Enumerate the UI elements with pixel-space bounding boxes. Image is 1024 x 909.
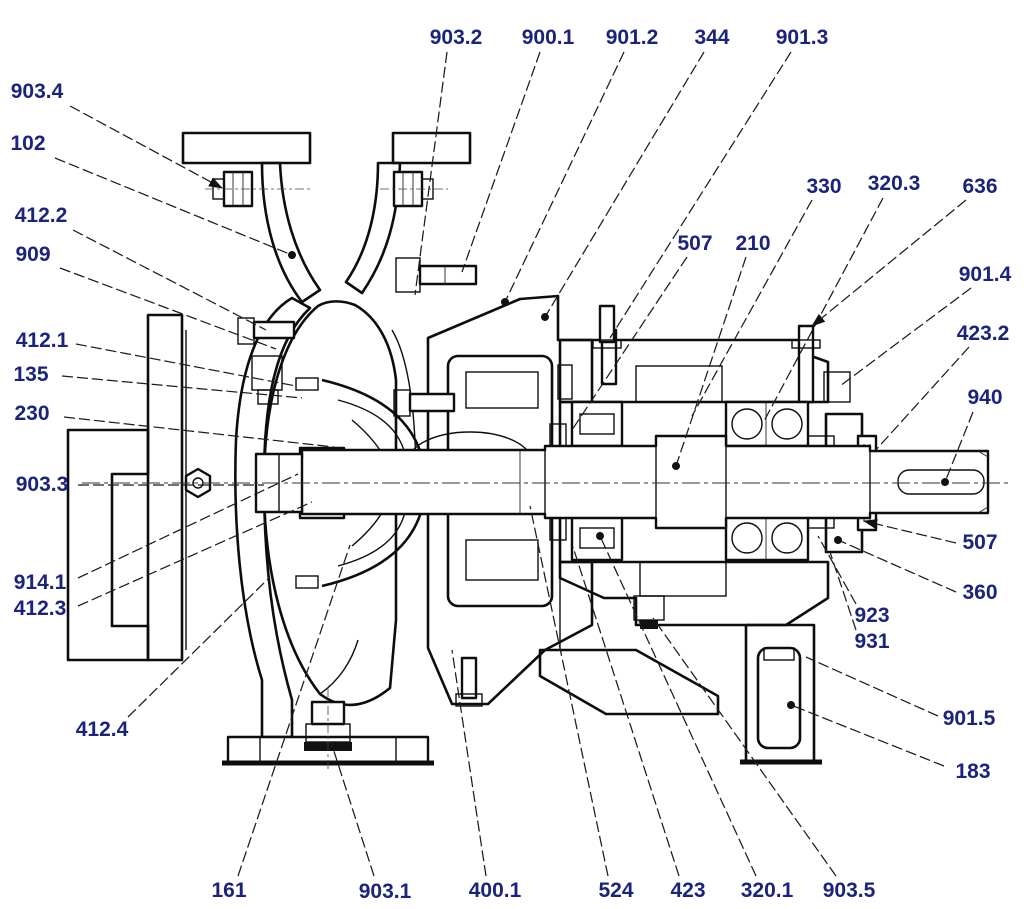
part-label-412.3: 412.3 xyxy=(14,597,67,620)
part-label-636: 636 xyxy=(962,175,997,198)
part-label-507: 507 xyxy=(962,531,997,554)
leader-line-102 xyxy=(54,157,296,259)
part-label-524: 524 xyxy=(598,879,633,902)
part-label-423.2: 423.2 xyxy=(957,322,1010,345)
part-label-400.1: 400.1 xyxy=(469,879,522,902)
leader-line-903.1 xyxy=(330,741,375,877)
leader-line-901.3 xyxy=(609,51,792,339)
part-label-914.1: 914.1 xyxy=(14,571,67,594)
leader-line-320.3 xyxy=(762,197,884,424)
leader-line-909 xyxy=(59,267,277,350)
ball-bearing-outboard xyxy=(724,400,810,562)
leader-line-940 xyxy=(941,411,974,486)
discharge-flange xyxy=(222,688,434,772)
part-label-903.1: 903.1 xyxy=(359,880,412,903)
leader-line-360 xyxy=(834,536,957,593)
leader-line-330 xyxy=(691,199,813,417)
part-label-423: 423 xyxy=(670,879,705,902)
leader-line-900.1 xyxy=(461,51,541,273)
part-label-102: 102 xyxy=(10,132,45,155)
part-label-360: 360 xyxy=(962,581,997,604)
gland-stud xyxy=(557,364,573,400)
bracket-stud-inboard xyxy=(592,304,622,349)
part-label-161: 161 xyxy=(211,879,246,902)
leader-line-903.2 xyxy=(414,51,448,296)
part-label-931: 931 xyxy=(854,630,889,653)
end-cover-bolt xyxy=(823,371,851,403)
part-label-507: 507 xyxy=(677,232,712,255)
leader-line-903.5 xyxy=(652,617,837,877)
part-label-903.5: 903.5 xyxy=(823,879,876,902)
part-label-320.1: 320.1 xyxy=(741,879,794,902)
cover-stud-mid xyxy=(393,389,456,417)
part-label-230: 230 xyxy=(14,402,49,425)
leader-line-344 xyxy=(541,51,705,321)
leader-line-901.5 xyxy=(805,656,939,717)
leader-line-183 xyxy=(787,701,945,767)
part-label-135: 135 xyxy=(13,363,48,386)
foot-gauge-strip xyxy=(763,647,795,661)
part-labels: 903.2 900.1 901.2 344 901.3 903.4 102 412.2 909 4… xyxy=(10,26,1011,903)
part-label-901.5: 901.5 xyxy=(943,707,996,730)
leader-line-412.4 xyxy=(127,576,271,718)
bracket-stud-outboard xyxy=(791,324,821,404)
leader-lines xyxy=(54,51,974,877)
leader-line-901.2 xyxy=(501,51,625,306)
leader-line-135 xyxy=(61,375,303,399)
leader-line-412.1 xyxy=(75,343,297,387)
bearing-drain-plug xyxy=(633,595,665,629)
leader-line-923 xyxy=(817,535,857,605)
part-label-903.3: 903.3 xyxy=(16,473,69,496)
part-label-344: 344 xyxy=(694,26,729,49)
part-label-210: 210 xyxy=(735,232,770,255)
leader-line-931 xyxy=(829,551,857,631)
shaft xyxy=(254,434,990,530)
leader-line-230 xyxy=(63,416,335,448)
part-label-923: 923 xyxy=(854,604,889,627)
part-label-901.2: 901.2 xyxy=(606,26,659,49)
leader-line-161 xyxy=(237,544,351,877)
part-label-412.1: 412.1 xyxy=(16,329,69,352)
lantern-rib xyxy=(455,648,720,716)
leader-line-901.4 xyxy=(839,287,972,387)
leader-line-507 xyxy=(571,256,688,431)
part-label-940: 940 xyxy=(967,386,1002,409)
part-label-903.4: 903.4 xyxy=(11,80,64,103)
leader-line-412.3 xyxy=(77,501,313,607)
pump-section-geometry xyxy=(66,131,1012,772)
leader-line-914.1 xyxy=(77,473,299,579)
support-foot xyxy=(740,623,822,765)
leader-line-210 xyxy=(672,256,747,470)
leader-line-400.1 xyxy=(451,649,487,877)
leader-line-423 xyxy=(572,546,680,877)
leader-line-320.1 xyxy=(596,532,757,877)
shaft-keyway xyxy=(897,469,985,495)
suction-flange xyxy=(181,131,472,304)
part-label-320.3: 320.3 xyxy=(868,172,921,195)
part-label-901.3: 901.3 xyxy=(776,26,829,49)
gland-bolt xyxy=(237,317,296,405)
leader-line-507 xyxy=(863,519,957,544)
leader-line-412.2 xyxy=(72,229,267,331)
part-label-330: 330 xyxy=(806,175,841,198)
part-label-183: 183 xyxy=(955,760,990,783)
leader-line-636 xyxy=(811,199,967,327)
pump-foot-bracket xyxy=(66,428,150,662)
casing-cover-plate xyxy=(66,313,212,662)
cover-stud-top xyxy=(395,257,478,293)
part-label-909: 909 xyxy=(15,243,50,266)
part-label-412.2: 412.2 xyxy=(15,204,68,227)
part-label-900.1: 900.1 xyxy=(522,26,575,49)
leader-line-903.4 xyxy=(69,105,223,189)
casing-drain-plug xyxy=(304,688,352,772)
part-label-903.2: 903.2 xyxy=(430,26,483,49)
roller-bearing-inboard xyxy=(570,400,624,562)
part-label-412.4: 412.4 xyxy=(76,718,129,741)
leader-line-524 xyxy=(529,505,609,877)
part-label-901.4: 901.4 xyxy=(959,263,1012,286)
leader-line-423.2 xyxy=(873,346,970,453)
